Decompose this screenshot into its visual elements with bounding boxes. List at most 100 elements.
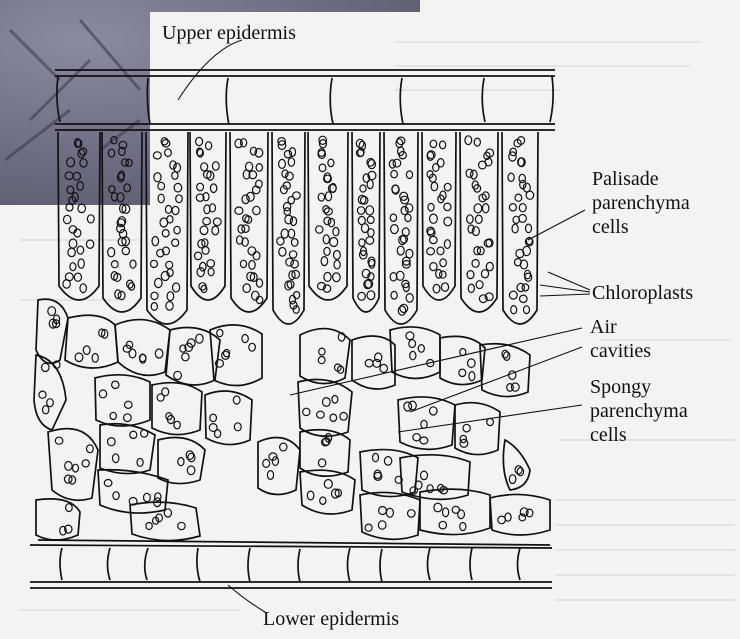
chloroplast (200, 262, 206, 271)
chloroplast (63, 280, 70, 289)
chloroplast (340, 412, 347, 420)
chloroplast (235, 139, 242, 148)
chloroplast (405, 214, 411, 222)
chloroplast (146, 523, 152, 530)
chloroplast (242, 335, 248, 343)
chloroplast (284, 151, 291, 158)
chloroplast (373, 453, 379, 461)
chloroplast (519, 514, 526, 521)
chloroplast (519, 215, 527, 223)
chloroplast (197, 268, 204, 277)
chloroplast (439, 521, 446, 529)
chloroplast (66, 204, 73, 211)
chloroplast (523, 246, 531, 255)
chloroplast (410, 351, 416, 359)
chloroplast (80, 148, 87, 156)
chloroplast (162, 230, 169, 237)
palisade-cell (190, 132, 226, 300)
chloroplast (440, 259, 447, 267)
chloroplast (427, 485, 433, 493)
chloroplast (357, 207, 364, 215)
chloroplast (366, 237, 374, 245)
chloroplast (279, 159, 286, 168)
chloroplast (509, 152, 516, 161)
chloroplast (437, 247, 444, 255)
chloroplast (406, 294, 413, 303)
chloroplast (166, 302, 173, 311)
label-spongy-line2: parenchyma (590, 400, 688, 423)
leader-spongy (398, 405, 582, 432)
chloroplast (367, 216, 374, 223)
chloroplast (67, 186, 74, 194)
chloroplast (86, 240, 93, 248)
chloroplast (421, 471, 428, 480)
chloroplast (413, 434, 421, 441)
chloroplast (321, 257, 328, 266)
palisade-cell (352, 132, 380, 312)
chloroplast (319, 348, 325, 355)
chloroplast (243, 215, 249, 223)
chloroplast (108, 149, 114, 157)
label-palisade-line1: Palisade (592, 168, 659, 191)
chloroplast (465, 136, 472, 145)
chloroplast (409, 401, 417, 410)
chloroplast (397, 137, 405, 145)
chloroplast (479, 161, 487, 169)
chloroplast (444, 183, 451, 191)
chloroplast (468, 359, 476, 368)
chloroplast (263, 459, 270, 467)
chloroplast (318, 357, 325, 364)
chloroplast (525, 273, 532, 281)
chloroplast (74, 273, 81, 281)
chloroplast (187, 466, 195, 475)
lower-epidermis-cells (30, 545, 552, 588)
chloroplast (128, 283, 134, 291)
chloroplast (151, 260, 158, 267)
chloroplast (508, 173, 514, 181)
chloroplast (391, 170, 398, 177)
chloroplast (430, 236, 438, 243)
chloroplast (418, 345, 424, 353)
chloroplast (42, 363, 50, 371)
chloroplast (285, 215, 293, 224)
palisade-cell (102, 132, 142, 312)
chloroplast (507, 384, 514, 392)
chloroplast (509, 204, 516, 211)
chloroplast (459, 369, 466, 376)
chloroplast (358, 292, 366, 300)
chloroplast (212, 226, 219, 235)
chloroplast (504, 352, 510, 361)
chloroplast (165, 205, 171, 213)
chloroplast (78, 149, 85, 158)
chloroplast (242, 195, 249, 204)
chloroplast (471, 170, 478, 179)
chloroplast (217, 329, 223, 336)
chloroplast (70, 263, 76, 271)
chloroplast (467, 271, 474, 279)
chloroplast (63, 215, 70, 223)
chloroplast (475, 215, 482, 223)
chloroplast (441, 283, 448, 292)
spongy-parenchyma-layer (34, 299, 550, 545)
chloroplast (222, 351, 230, 359)
chloroplast (155, 493, 161, 501)
chloroplast (391, 225, 399, 234)
chloroplast (112, 381, 119, 388)
palisade-cell (460, 132, 498, 312)
chloroplast (520, 295, 528, 302)
chloroplast (356, 139, 364, 147)
label-palisade-line3: cells (592, 216, 629, 239)
chloroplast (431, 182, 438, 190)
chloroplast (476, 281, 483, 289)
chloroplast (39, 391, 46, 398)
chloroplast (515, 194, 522, 201)
chloroplast (242, 238, 248, 246)
chloroplast (124, 184, 131, 192)
chloroplast (519, 204, 526, 212)
chloroplast (233, 396, 240, 404)
chloroplast (324, 173, 331, 182)
chloroplast (522, 284, 529, 291)
chloroplast (160, 218, 168, 227)
chloroplast (319, 164, 326, 172)
chloroplast (207, 260, 215, 267)
